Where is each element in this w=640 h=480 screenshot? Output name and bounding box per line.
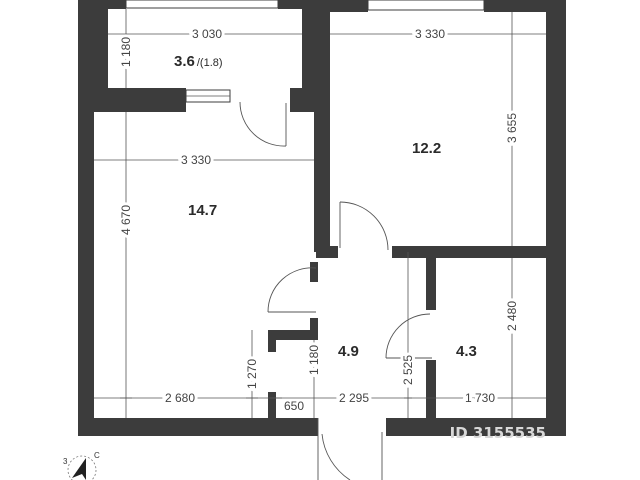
room-loggia-sub: /(1.8) bbox=[197, 57, 223, 69]
room-bedroom-area: 12.2 bbox=[412, 140, 441, 157]
wall-closet-left-lower bbox=[268, 392, 276, 422]
compass-label-n: 3 bbox=[63, 457, 68, 466]
dim-bath-depth: 2 480 bbox=[505, 301, 519, 331]
door-bath-swing bbox=[385, 313, 431, 359]
dim-living-width: 3 330 bbox=[181, 153, 211, 167]
room-areas: 3.6/(1.8) 12.2 14.7 4.9 4.3 bbox=[174, 53, 477, 360]
dim-kitchen-width: 2 680 bbox=[165, 391, 195, 405]
wall-bath-left-lower bbox=[426, 360, 436, 424]
wall-hall-top-left bbox=[316, 246, 338, 258]
wall-bath-left bbox=[426, 252, 436, 310]
wall-outer-right bbox=[546, 0, 566, 436]
door-loggia-swing bbox=[239, 101, 287, 147]
room-hall-area: 4.9 bbox=[338, 343, 359, 360]
doors bbox=[239, 101, 432, 480]
compass: 3 C bbox=[63, 451, 100, 480]
dim-bedroom-width: 3 330 bbox=[415, 27, 445, 41]
wall-partition-lower-2 bbox=[310, 318, 318, 340]
wall-hall-top-right bbox=[392, 246, 546, 258]
walls bbox=[78, 0, 566, 436]
watermark: ID 3155535 bbox=[450, 424, 546, 442]
wall-loggia-left bbox=[94, 0, 108, 90]
dim-loggia-depth: 1 180 bbox=[119, 37, 133, 67]
wall-closet-top bbox=[268, 330, 314, 340]
door-living-swing bbox=[267, 267, 317, 313]
dim-closet-width: 650 bbox=[284, 399, 304, 413]
wall-loggia-right bbox=[302, 0, 316, 112]
dim-hall-depth: 2 525 bbox=[401, 355, 415, 385]
wall-outer-left bbox=[78, 0, 94, 436]
wall-bottom-left bbox=[78, 418, 318, 436]
wall-bedroom-top-right bbox=[484, 0, 546, 12]
dim-closet-depth: 1 180 bbox=[307, 345, 321, 375]
dimension-lines bbox=[94, 9, 546, 418]
room-loggia-area: 3.6/(1.8) bbox=[174, 53, 223, 70]
dim-hall-width: 2 295 bbox=[339, 391, 369, 405]
dim-loggia-width: 3 030 bbox=[192, 27, 222, 41]
room-living-area: 14.7 bbox=[188, 202, 217, 219]
wall-loggia-top-right bbox=[278, 0, 316, 9]
room-bath-area: 4.3 bbox=[456, 343, 477, 360]
wall-loggia-bottom-left bbox=[94, 88, 186, 112]
wall-loggia-top-left bbox=[94, 0, 126, 9]
window-bedroom bbox=[367, 0, 485, 11]
wall-partition-lower bbox=[310, 262, 318, 282]
wall-loggia-bottom-right bbox=[290, 88, 316, 112]
dim-living-depth: 4 670 bbox=[119, 205, 133, 235]
wall-partition-center bbox=[314, 0, 330, 252]
window-loggia bbox=[125, 0, 279, 9]
dim-kitchen-depth: 1 270 bbox=[245, 359, 259, 389]
wall-closet-left bbox=[268, 330, 276, 352]
door-entrance-swing bbox=[321, 433, 351, 480]
dim-bath-width: 1 730 bbox=[465, 391, 495, 405]
windows bbox=[125, 0, 485, 103]
compass-circle bbox=[67, 455, 97, 480]
dimension-labels: 3 030 1 180 3 330 3 655 3 330 4 670 2 68… bbox=[116, 24, 522, 416]
compass-label-c: C bbox=[94, 451, 100, 460]
dim-bedroom-depth: 3 655 bbox=[505, 113, 519, 143]
door-bedroom-swing bbox=[339, 201, 389, 251]
compass-arrow-icon bbox=[72, 458, 86, 480]
